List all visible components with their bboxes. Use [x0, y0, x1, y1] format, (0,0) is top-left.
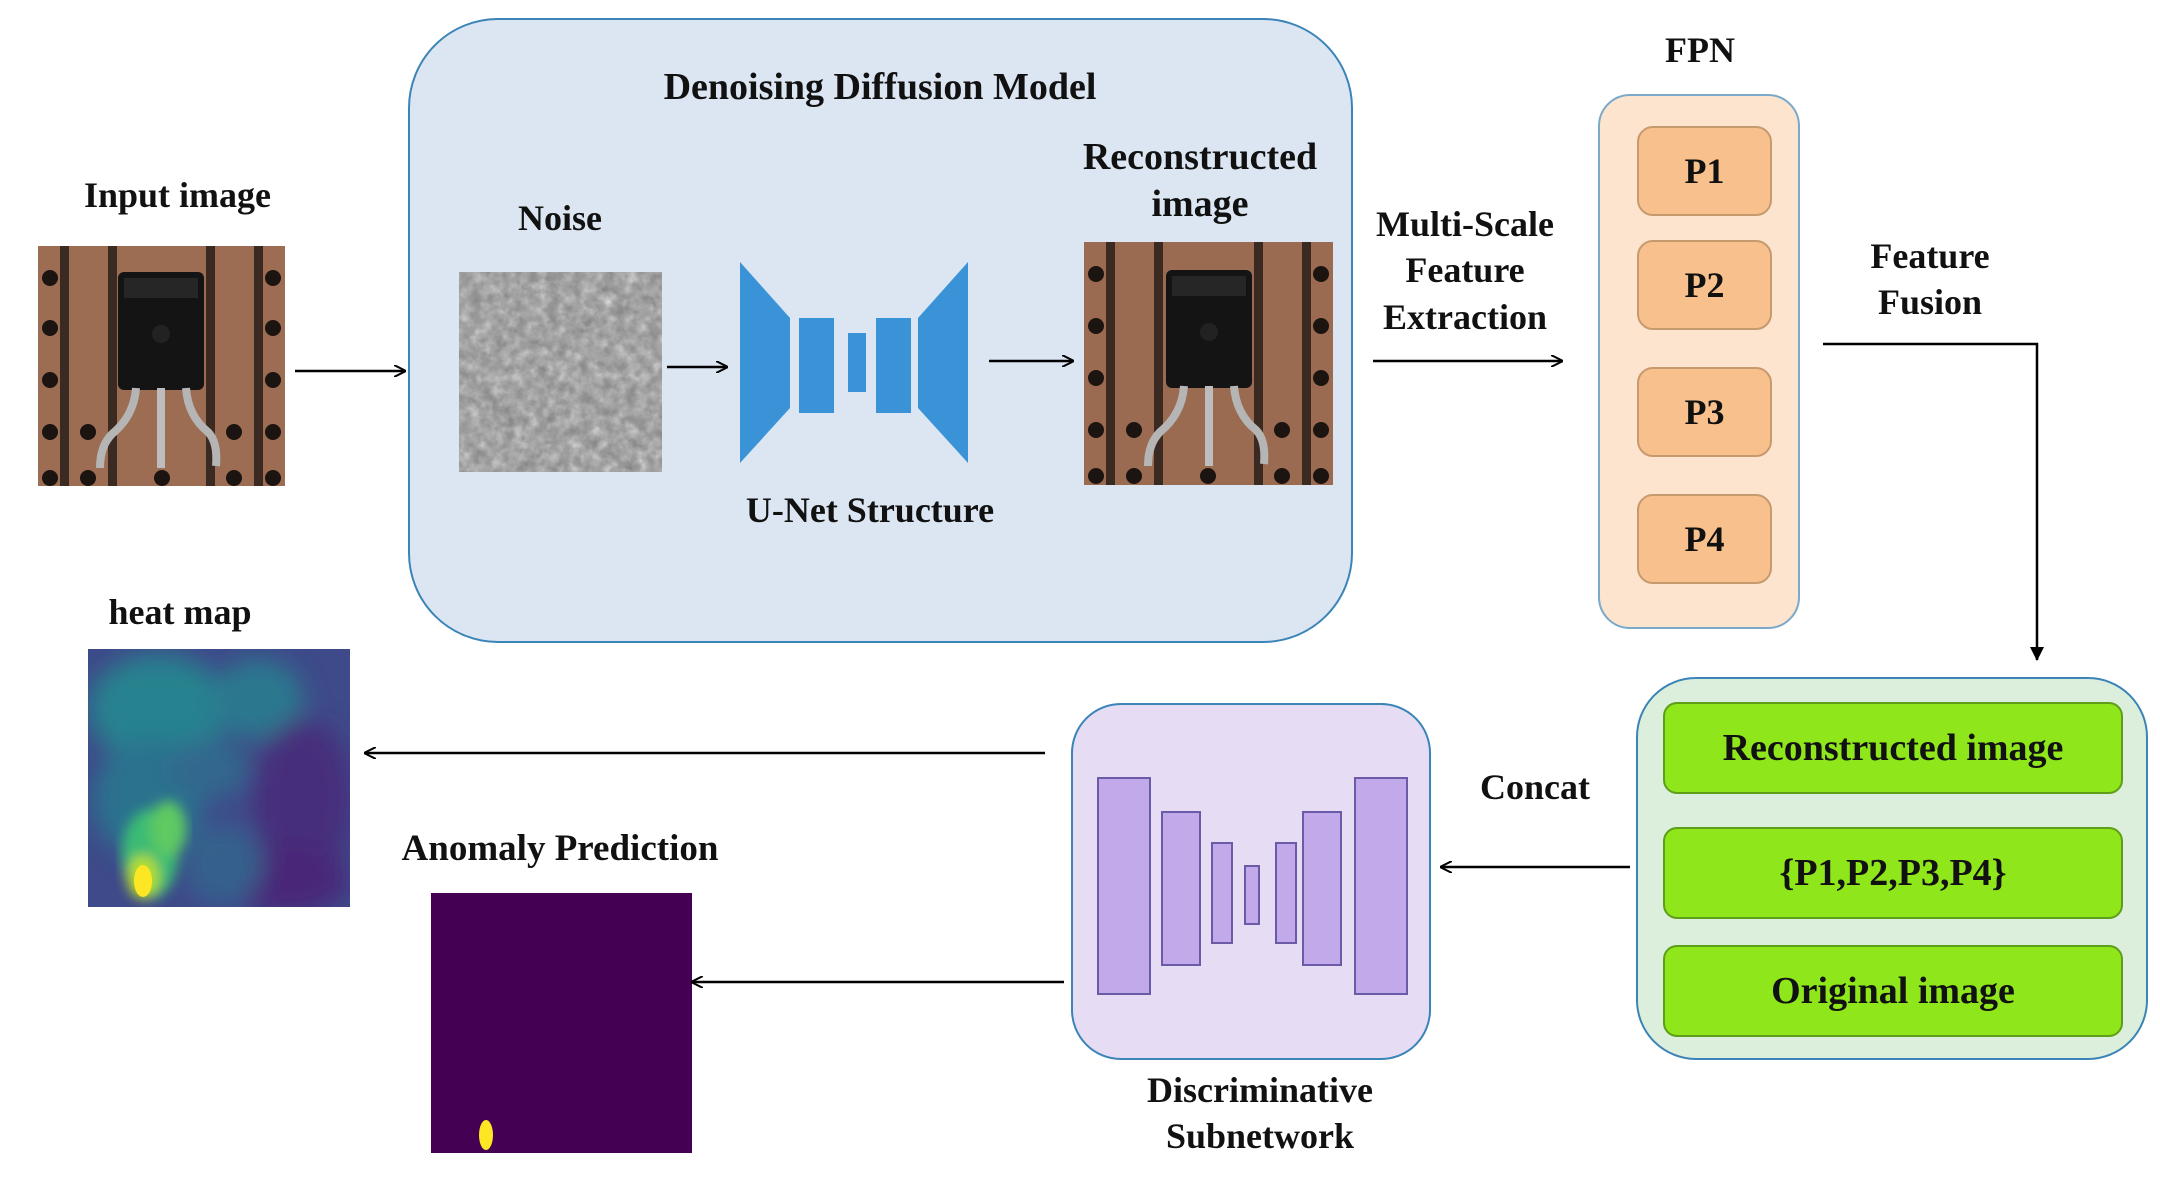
discriminative-subnetwork-label: Discriminative Subnetwork — [1090, 1070, 1430, 1157]
denoising-diffusion-title: Denoising Diffusion Model — [663, 66, 1097, 108]
anomaly-region-blob — [479, 1120, 493, 1150]
reconstructed-transistor-icon — [1084, 242, 1333, 485]
anomaly-prediction-label: Anomaly Prediction — [401, 828, 719, 869]
fusion-line2: Fusion — [1877, 282, 1983, 323]
discriminative-subnetwork-panel — [1071, 703, 1431, 1060]
unet-structure-label: U-Net Structure — [745, 490, 995, 530]
transistor-photo-icon — [38, 246, 285, 486]
heat-map-label: heat map — [108, 592, 252, 632]
concat-fpn-features-box: {P1,P2,P3,P4} — [1663, 827, 2123, 919]
input-image-photo — [38, 246, 285, 486]
fpn-label: FPN — [1665, 30, 1735, 70]
anomaly-prediction-image — [431, 893, 692, 1153]
anomaly-mask-icon — [431, 893, 692, 1153]
noise-label: Noise — [518, 198, 602, 238]
fpn-level-p2: P2 — [1637, 240, 1772, 330]
fpn-level-p1: P1 — [1637, 126, 1772, 216]
arrow-feature-fusion — [1823, 342, 2044, 661]
fusion-line1: Feature — [1870, 236, 1990, 276]
noise-image — [459, 272, 662, 472]
feature-fusion-label: Feature Fusion — [1830, 236, 2030, 323]
disc-line2: Subnetwork — [1165, 1116, 1355, 1157]
heat-map-icon — [88, 649, 350, 907]
reconstructed-image-label: Reconstructed image — [1060, 136, 1340, 225]
noise-texture-icon — [459, 272, 662, 472]
multiscale-line1: Multi-Scale — [1376, 204, 1554, 244]
reconstructed-label-line2: image — [1151, 182, 1249, 225]
multi-scale-feature-extraction-label: Multi-Scale Feature Extraction — [1360, 204, 1570, 337]
concat-reconstructed-image-box: Reconstructed image — [1663, 702, 2123, 794]
input-image-label: Input image — [83, 175, 272, 215]
reconstructed-image-photo — [1084, 242, 1333, 485]
fpn-level-p3: P3 — [1637, 367, 1772, 457]
disc-line1: Discriminative — [1147, 1070, 1373, 1110]
multiscale-line2: Feature — [1405, 250, 1525, 291]
reconstructed-label-line1: Reconstructed — [1082, 136, 1318, 178]
concat-label: Concat — [1480, 767, 1590, 807]
heat-map-image — [88, 649, 350, 907]
multiscale-line3: Extraction — [1383, 296, 1547, 337]
concat-original-image-box: Original image — [1663, 945, 2123, 1037]
fpn-level-p4: P4 — [1637, 494, 1772, 584]
